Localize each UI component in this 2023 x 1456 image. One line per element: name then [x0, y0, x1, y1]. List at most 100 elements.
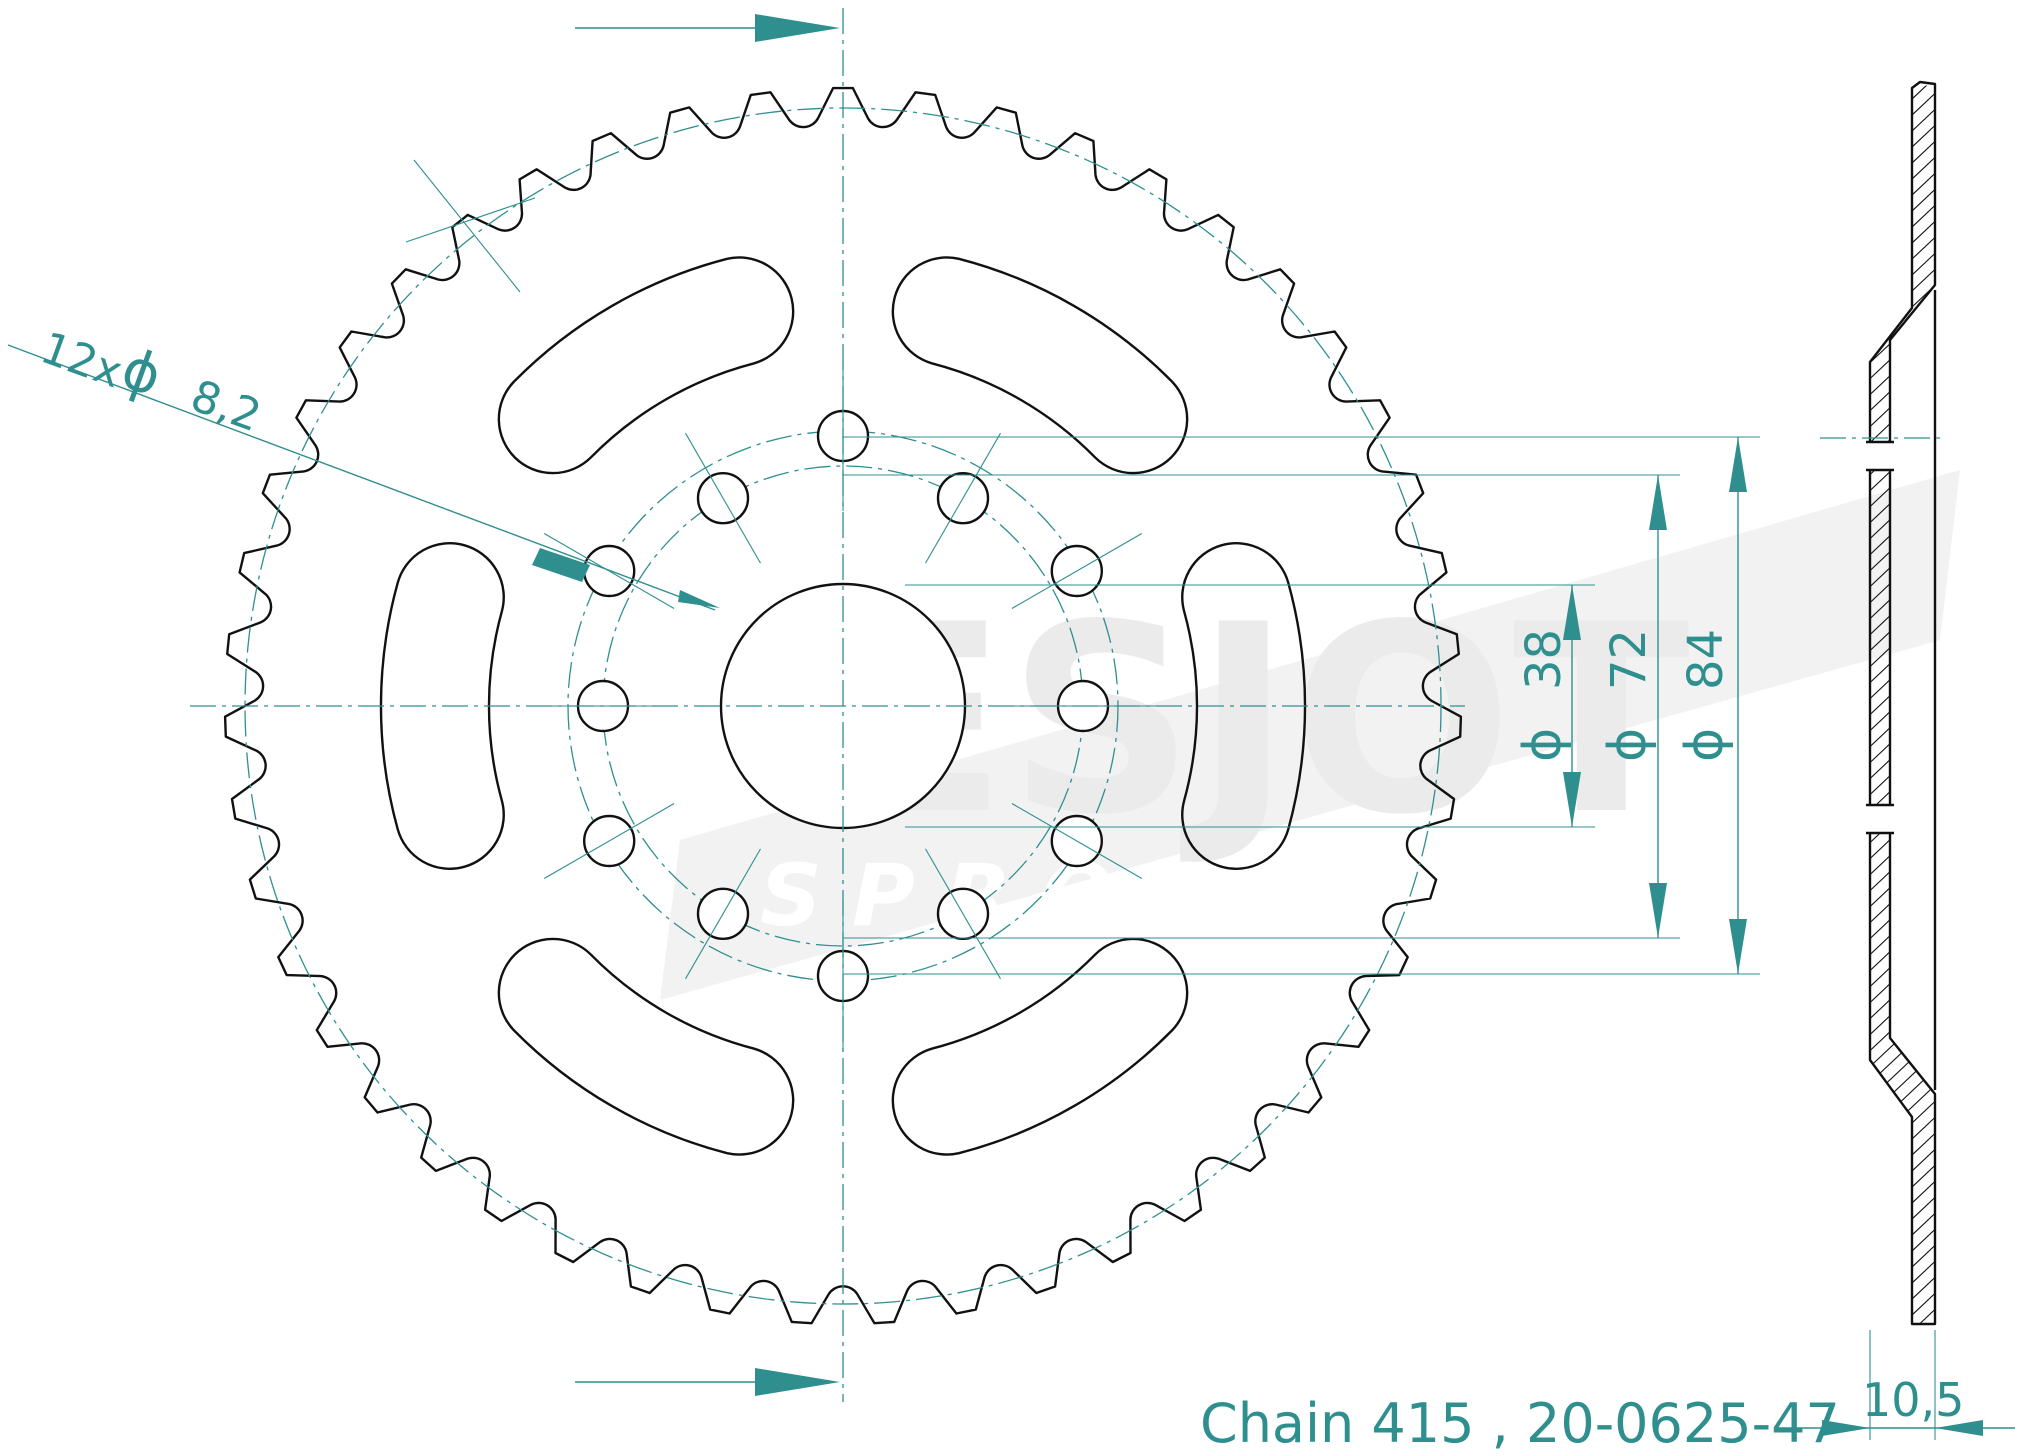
hatch-line: [1870, 659, 1935, 741]
hatch-line: [1870, 163, 1935, 245]
hatch-line: [1870, 355, 1935, 437]
watermark-subtitle: SPROCKETS: [760, 846, 1603, 946]
hatch-line: [1870, 259, 1935, 341]
hatch-line: [1870, 1075, 1935, 1157]
section-gap: [1866, 805, 1894, 833]
hatch-line: [1870, 675, 1935, 757]
hatch-line: [1870, 1059, 1935, 1141]
hatch-line: [1870, 1203, 1935, 1285]
dimension-label-84: 84: [1678, 629, 1734, 690]
lightening-slot: [497, 256, 795, 475]
dim-arrow: [1729, 437, 1747, 492]
sprocket-front-view: [190, 8, 1465, 1402]
hatch-line: [1870, 195, 1935, 277]
hatch-line: [1870, 979, 1935, 1061]
hatch-line: [1870, 867, 1935, 949]
hatch-line: [1870, 1155, 1935, 1237]
watermark-band: [660, 470, 1960, 1000]
hatch-line: [1870, 147, 1935, 229]
dim-arrow: [1729, 919, 1747, 974]
hole-leader-arrow: [532, 548, 590, 582]
lightening-slot: [379, 542, 505, 870]
hatch-line: [1870, 115, 1935, 197]
section-arrows: [575, 14, 840, 1396]
hatch-line: [1870, 1171, 1935, 1253]
part-caption: Chain 415 , 20-0625-47: [1200, 1392, 1840, 1455]
hole-leader: 12x ϕ 8,2: [7, 322, 720, 611]
hole-diameter-label: 8,2: [184, 370, 267, 442]
tooth-mark-line: [405, 197, 536, 243]
hole-radial-mark: [543, 803, 675, 879]
lightening-slot: [891, 256, 1189, 475]
hole-radial-mark: [1011, 803, 1143, 879]
tooth-section-marks: [405, 159, 536, 293]
hatch-line: [1870, 227, 1935, 309]
section-hatching: [1870, 84, 1935, 1324]
hole-leader-arrow-2: [678, 590, 720, 608]
hatch-line: [1870, 211, 1935, 293]
hatch-line: [1870, 323, 1935, 405]
tooth-mark-line: [413, 159, 521, 293]
hatch-line: [1870, 883, 1935, 965]
section-outline: [1868, 80, 1937, 1326]
dimension-label-72: 72: [1601, 629, 1657, 690]
diameter-symbol: ϕ: [1675, 728, 1735, 762]
hatch-line: [1870, 179, 1935, 261]
hatch-line: [1870, 339, 1935, 421]
hatch-line: [1870, 371, 1935, 453]
section-arrow-bottom: [755, 1368, 840, 1396]
hatch-line: [1870, 1139, 1935, 1221]
hatch-line: [1870, 243, 1935, 325]
hatch-line: [1870, 1235, 1935, 1317]
hatch-line: [1870, 1251, 1935, 1324]
hatch-line: [1870, 1027, 1935, 1109]
thickness-label: 10,5: [1862, 1373, 1964, 1427]
hole-count-label: 12x: [34, 322, 129, 398]
hatch-line: [1870, 84, 1935, 101]
hatch-line: [1870, 1299, 1935, 1324]
dim-arrow: [1649, 883, 1667, 938]
hatch-line: [1870, 131, 1935, 213]
hatch-line: [1870, 99, 1935, 181]
hatch-line: [1870, 899, 1935, 981]
sprocket-tooth-outline: [223, 86, 1463, 1325]
hole-radial-mark: [685, 432, 761, 564]
diameter-dimensions: ϕ 38 ϕ 72 ϕ 84: [843, 436, 1760, 975]
hole-radial-mark: [1011, 533, 1143, 609]
diameter-symbol: ϕ: [1598, 728, 1658, 762]
hatch-line: [1870, 835, 1935, 917]
hatch-line: [1870, 84, 1935, 117]
hatch-line: [1870, 1123, 1935, 1205]
diameter-symbol: ϕ: [1513, 728, 1573, 762]
hatch-line: [1870, 1107, 1935, 1189]
hatch-line: [1870, 1283, 1935, 1324]
hatch-line: [1870, 84, 1935, 149]
lightening-slot: [497, 937, 795, 1156]
thickness-arrow-right: [1935, 1420, 1983, 1436]
dim-arrow: [1563, 772, 1581, 827]
hole-radial-mark: [685, 848, 761, 980]
hatch-line: [1870, 931, 1935, 1013]
hole-leader-line: [7, 344, 716, 611]
hatch-line: [1870, 915, 1935, 997]
thickness-arrow-left: [1822, 1420, 1870, 1436]
section-gap: [1866, 442, 1894, 470]
sprocket-side-view: 10,5: [1775, 80, 2015, 1440]
lightening-slots: [379, 256, 1307, 1156]
hatch-line: [1870, 1219, 1935, 1301]
hatch-line: [1870, 851, 1935, 933]
watermark: ESJOT SPROCKETS: [660, 470, 1960, 1000]
hatch-line: [1870, 723, 1935, 805]
hatch-line: [1870, 707, 1935, 789]
hatch-line: [1870, 1043, 1935, 1125]
hatch-line: [1870, 84, 1935, 133]
dimension-label-38: 38: [1516, 629, 1572, 690]
hatch-line: [1870, 963, 1935, 1045]
dim-arrow: [1649, 475, 1667, 530]
hatch-line: [1870, 691, 1935, 773]
hatch-line: [1870, 1187, 1935, 1269]
lightening-slot: [891, 937, 1189, 1156]
hole-radial-mark: [925, 848, 1001, 980]
lightening-slot: [1181, 542, 1307, 870]
